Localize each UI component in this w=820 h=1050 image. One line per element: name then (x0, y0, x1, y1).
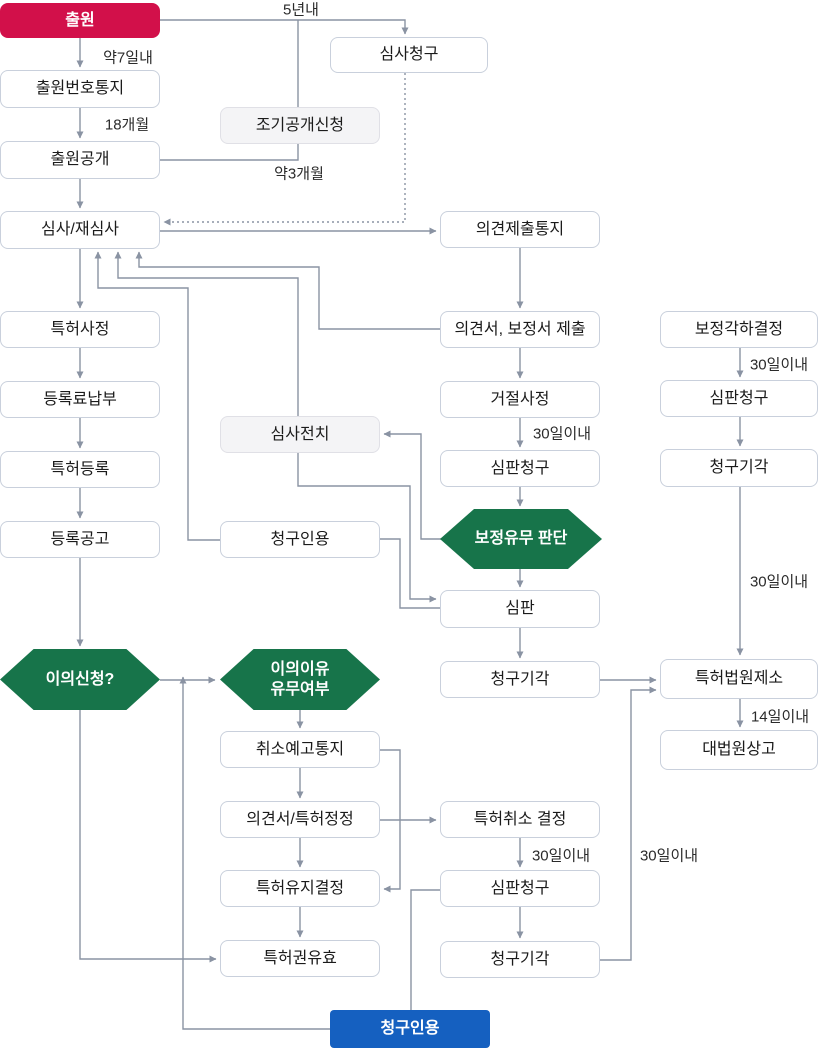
node-label: 보정각하결정 (694, 320, 784, 338)
node-label: 조기공개신청 (255, 116, 345, 134)
edge-12 (163, 73, 406, 226)
node-trial-request-mid: 심판청구 (440, 450, 600, 487)
node-trial-request-bottom: 심판청구 (440, 870, 600, 907)
node-label: 심사청구 (379, 46, 439, 63)
node-label: 청구인용 (380, 1020, 440, 1037)
node-trial-request-right: 심판청구 (660, 380, 818, 417)
node-patent-maintenance-decision: 특허유지결정 (220, 870, 380, 907)
node-patent-revocation-decision: 특허취소 결정 (440, 801, 600, 838)
node-early-publication-request: 조기공개신청 (220, 107, 380, 144)
node-label: 특허권유효 (263, 949, 337, 967)
node-patent-court-appeal: 특허법원제소 (660, 659, 818, 699)
node-label: 심판 (505, 600, 535, 617)
edge-label-within-about-7-days: 약7일내 (103, 49, 153, 67)
edge-20 (383, 430, 441, 540)
node-patent-registration: 특허등록 (0, 451, 160, 488)
edge-label-within-30-days-rejection: 30일이내 (532, 425, 592, 443)
node-trial: 심판 (440, 590, 600, 628)
node-opinion-patent-correction: 의견서/특허정정 (220, 801, 380, 838)
node-label: 등록료납부 (43, 390, 117, 408)
node-label: 심사전치 (270, 425, 330, 443)
edge-24 (94, 251, 220, 541)
node-label: 심판청구 (709, 389, 769, 407)
node-pre-trial-examination: 심사전치 (220, 416, 380, 453)
node-patent-decision: 특허사정 (0, 311, 160, 348)
node-label: 대법원상고 (702, 741, 776, 758)
edge-label-within-30-days-court2: 30일이내 (639, 847, 699, 865)
edge-21 (114, 251, 299, 416)
node-label: 이의신청? (45, 670, 115, 688)
node-amendment-dismissal-decision: 보정각하결정 (660, 311, 818, 348)
node-label: 거절사정 (490, 390, 550, 408)
edge-41 (410, 889, 440, 1010)
edge-9 (160, 19, 409, 35)
edge-42 (600, 686, 657, 961)
node-label: 특허사정 (50, 320, 110, 338)
node-application-number-notice: 출원번호통지 (0, 70, 160, 108)
node-claim-acceptance-mid: 청구인용 (220, 521, 380, 558)
node-label: 특허법원제소 (694, 670, 784, 687)
edge-label-within-30-days-revocation: 30일이내 (531, 847, 591, 865)
node-label: 청구인용 (270, 530, 330, 548)
node-label: 출원번호통지 (35, 80, 125, 97)
node-label: 출원 (65, 11, 95, 29)
node-application-publication: 출원공개 (0, 141, 160, 179)
node-filing: 출원 (0, 3, 160, 38)
edge-label-within-30-days-dismissal: 30일이내 (749, 356, 809, 374)
node-registration-fee-payment: 등록료납부 (0, 381, 160, 418)
node-label: 특허유지결정 (255, 879, 345, 897)
edge-11 (160, 144, 299, 161)
node-label: 특허취소 결정 (473, 810, 567, 828)
node-examination-request: 심사청구 (330, 37, 488, 73)
node-claim-dismissal-bottom: 청구기각 (440, 941, 600, 978)
node-claim-dismissal-right: 청구기각 (660, 449, 818, 487)
node-label: 등록공고 (50, 530, 110, 548)
node-rejection-decision: 거절사정 (440, 381, 600, 418)
node-patent-right-valid: 특허권유효 (220, 940, 380, 977)
node-revocation-advance-notice: 취소예고통지 (220, 731, 380, 768)
edge-label-about-3-months: 약3개월 (274, 165, 324, 183)
node-label: 심판청구 (490, 459, 550, 477)
node-label: 특허등록 (50, 460, 110, 478)
node-supreme-court-appeal: 대법원상고 (660, 730, 818, 770)
node-label: 이의이유 (270, 660, 330, 678)
node-registration-publication: 등록공고 (0, 521, 160, 558)
edge-label-within-30-days-court: 30일이내 (749, 573, 809, 591)
edge-label-within-14-days: 14일이내 (750, 708, 810, 726)
node-opinion-submission-notice: 의견제출통지 (440, 211, 600, 248)
node-label: 의견서, 보정서 제출 (454, 320, 586, 338)
node-label: 유무여부 (270, 680, 330, 698)
node-label: 취소예고통지 (255, 740, 345, 758)
edge-22 (297, 453, 437, 603)
edge-23 (380, 538, 440, 609)
node-opinion-amendment-submission: 의견서, 보정서 제출 (440, 311, 600, 348)
node-examination-reexamination: 심사/재심사 (0, 211, 160, 249)
node-label: 청구기각 (490, 950, 550, 968)
node-amendment-determination: 보정유무 판단 (440, 509, 602, 569)
edge-label-18-months: 18개월 (104, 116, 150, 134)
edge-label-within-5-years: 5년내 (283, 1, 319, 19)
edge-32 (179, 676, 330, 1030)
edge-15 (135, 251, 440, 330)
edge-8 (79, 710, 217, 963)
node-opposition: 이의신청? (0, 649, 160, 710)
node-label: 의견제출통지 (475, 220, 565, 238)
node-claim-dismissal-mid: 청구기각 (440, 661, 600, 698)
node-label: 청구기각 (490, 670, 550, 688)
node-label: 심판청구 (490, 879, 550, 897)
node-label: 보정유무 판단 (474, 530, 568, 547)
node-label: 청구기각 (709, 459, 769, 476)
node-label: 출원공개 (50, 151, 110, 168)
node-claim-acceptance-final: 청구인용 (330, 1010, 490, 1048)
node-label: 심사/재심사 (40, 221, 120, 238)
node-label: 의견서/특허정정 (246, 810, 354, 828)
